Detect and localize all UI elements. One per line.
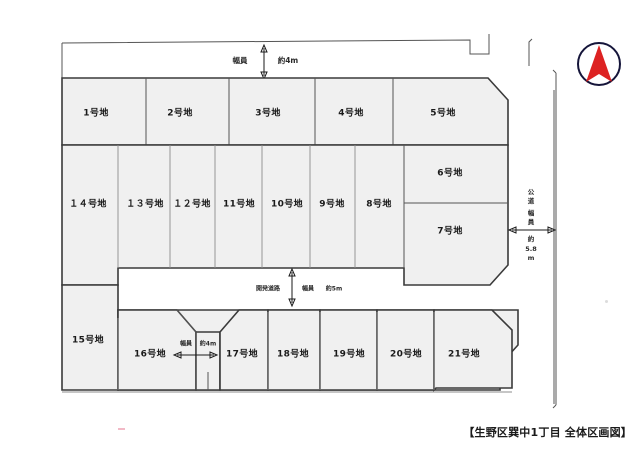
parcel-row-top [61, 77, 509, 146]
lot-20-label: 20号地 [390, 348, 422, 360]
lower-lane-width-label: 幅員 [180, 340, 192, 348]
plan-title: 【生野区巽中1丁目 全体区画図】 [463, 426, 632, 439]
lot-9-label: 9号地 [319, 198, 344, 210]
parcel-row-bottom [61, 284, 519, 393]
right-road-boundary [552, 69, 557, 409]
lot-21-label: 21号地 [448, 348, 480, 360]
right-road-label-line7: m [528, 254, 535, 262]
center-road-width-label: 幅員 [302, 285, 314, 293]
scan-artifact-pink [118, 428, 125, 430]
lot-1-label: 1号地 [83, 107, 108, 119]
lot-12-label: １２号地 [173, 198, 211, 210]
top-road-width-label: 幅員 [233, 55, 248, 65]
lot-17-label: 17号地 [226, 348, 258, 360]
lot-7-label: 7号地 [437, 225, 462, 237]
lot-16-label: 16号地 [134, 348, 166, 360]
parcel-labels-bottom: 15号地 16号地 17号地 18号地 19号地 20号地 21号地 [72, 334, 480, 360]
lower-lane-width-value: 約4m [200, 340, 216, 348]
top-road-dimension-arrow [260, 43, 268, 81]
top-road-boundary [61, 34, 490, 78]
lot-19-label: 19号地 [333, 348, 365, 360]
lot-18-label: 18号地 [277, 348, 309, 360]
right-road-label-line1: 公 [528, 188, 535, 196]
north-arrow-icon [577, 42, 621, 86]
lot-14-label: １４号地 [69, 198, 107, 210]
lot-2-label: 2号地 [167, 107, 192, 119]
top-road-width-value: 約4m [278, 55, 299, 65]
parcel-row-middle [61, 144, 509, 286]
parcel-labels-middle: １４号地 １３号地 １２号地 11号地 10号地 9号地 8号地 6号地 7号地 [69, 167, 462, 237]
right-road-label-line3: 幅 [528, 208, 535, 217]
lot-3-label: 3号地 [255, 107, 280, 119]
right-road-label-line4: 員 [527, 217, 535, 226]
lot-4-label: 4号地 [338, 107, 363, 119]
right-road-dimension-arrow [507, 226, 557, 234]
lot-13-label: １３号地 [126, 198, 164, 210]
right-road-label-stack: 公 道 幅 員 約 5.8 m [525, 188, 537, 262]
lower-lane-dimension-arrow [172, 351, 219, 359]
lot-5-label: 5号地 [430, 107, 455, 119]
lot-15-label: 15号地 [72, 334, 104, 346]
center-road-label: 開発道路 [256, 285, 281, 293]
center-road-dimension-arrow [288, 267, 296, 308]
right-road-top-stub [528, 38, 533, 66]
right-road-label-line2: 道 [528, 196, 535, 205]
parcel-labels-top: 1号地 2号地 3号地 4号地 5号地 [83, 107, 455, 119]
right-road-label-line5: 約 [528, 234, 535, 243]
lot-10-label: 10号地 [271, 198, 303, 210]
scan-artifact-gray [605, 300, 608, 303]
lot-8-label: 8号地 [366, 198, 391, 210]
center-road-width-value: 約5m [326, 285, 342, 293]
lot-11-label: 11号地 [223, 198, 255, 210]
lot-6-label: 6号地 [437, 167, 462, 179]
right-road-label-line6: 5.8 [525, 245, 537, 253]
